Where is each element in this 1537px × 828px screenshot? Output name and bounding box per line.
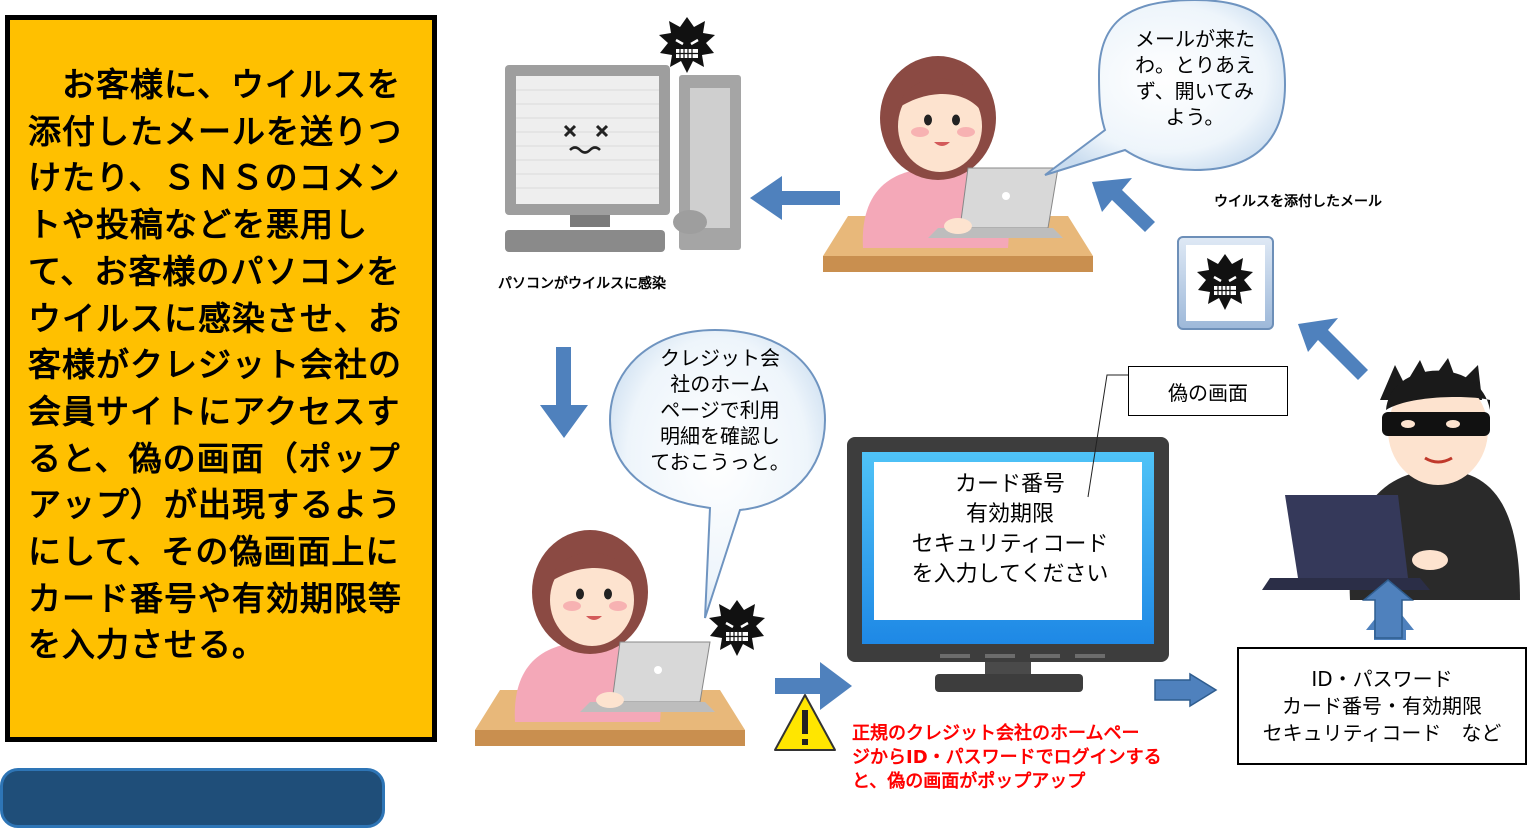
monitor-prompt-text: カード番号 有効期限 セキュリティコード を入力してください bbox=[911, 472, 1109, 587]
infected-pc-illustration bbox=[505, 65, 741, 252]
top-speech-bubble bbox=[1044, 0, 1287, 176]
woman-reading-mail bbox=[822, 55, 1094, 273]
arrow-down bbox=[540, 347, 588, 438]
top-bubble-text: メールが来た わ。とりあえ ず、開いてみ よう。 bbox=[1135, 27, 1255, 129]
arrow-info-to-hacker bbox=[1361, 579, 1415, 639]
arrow-left-to-pc bbox=[750, 176, 840, 220]
explanation-text: お客様に、ウイルスを添付したメールを送りつけたり、ＳＮＳのコメントや投稿などを悪… bbox=[28, 65, 403, 665]
left-speech-bubble bbox=[608, 328, 827, 619]
flow-arrows bbox=[540, 176, 1414, 710]
warning-icon bbox=[774, 694, 836, 751]
hacker-illustration bbox=[1262, 358, 1520, 600]
outlined-arrows bbox=[1154, 579, 1415, 708]
left-bubble-text: クレジット会 社のホーム ページで利用 明細を確認し ておこうっと。 bbox=[650, 346, 790, 474]
fake-screen-callout-line bbox=[1087, 374, 1135, 498]
stolen-info-box: ID・パスワード カード番号・有効期限 セキュリティコード など bbox=[1237, 647, 1527, 765]
arrow-to-info-box bbox=[1154, 672, 1218, 708]
virus-icon bbox=[657, 15, 717, 75]
fraud-flow-diagram bbox=[474, 0, 1520, 751]
pc-infected-label: パソコンがウイルスに感染 bbox=[498, 276, 666, 292]
arrow-hacker-to-mail bbox=[1298, 318, 1368, 380]
virus-icon bbox=[707, 598, 767, 658]
virus-mail-label: ウイルスを添付したメール bbox=[1214, 194, 1382, 210]
woman-checking-card-site bbox=[474, 529, 746, 747]
warning-text: 正規のクレジット会社のホームペー ジからID・パスワードでログインする と、偽の… bbox=[852, 723, 1162, 792]
explanation-box bbox=[5, 15, 437, 742]
arrow-mail-to-woman bbox=[1092, 178, 1155, 232]
arrow-to-monitor bbox=[775, 662, 852, 710]
fake-screen-label: 偽の画面 bbox=[1128, 366, 1288, 416]
